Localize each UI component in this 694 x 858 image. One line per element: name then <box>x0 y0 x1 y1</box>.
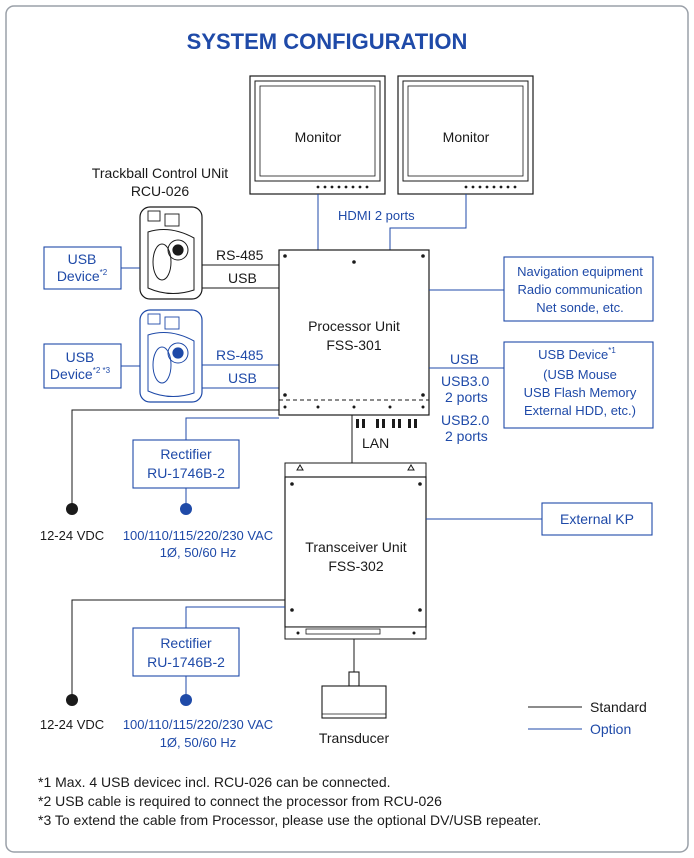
usb-standard-label: USB <box>228 270 257 286</box>
processor-line1: Processor Unit <box>308 318 400 334</box>
page-title: SYSTEM CONFIGURATION <box>187 29 468 54</box>
usb-right-line1-group: USB Device*1 <box>538 346 616 362</box>
usb-label: USB <box>450 351 479 367</box>
dc-label-2: 12-24 VDC <box>40 717 104 732</box>
processor-unit: Processor Unit FSS-301 <box>278 249 430 416</box>
usb-device-2-sup: *2 *3 <box>93 366 111 375</box>
trackball-standard-links <box>202 264 279 289</box>
lan-label: LAN <box>362 435 389 451</box>
note-1: *1 Max. 4 USB devicec incl. RCU-026 can … <box>38 774 391 790</box>
monitor-1-label: Monitor <box>295 129 342 145</box>
usb-right-line2: (USB Mouse <box>543 367 617 382</box>
monitor-2: Monitor <box>397 75 534 195</box>
navigation-equipment-box <box>503 256 654 322</box>
usb-device-1-line2-group: Device*2 <box>57 268 108 284</box>
usb-right-line3: USB Flash Memory <box>524 385 637 400</box>
usb20-line1: USB2.0 <box>441 412 489 428</box>
usb-device-1-sup: *2 <box>100 268 108 277</box>
trackball-title: Trackball Control UNit <box>92 165 229 181</box>
legend-standard-label: Standard <box>590 699 647 715</box>
usb-option-label: USB <box>228 370 257 386</box>
rs485-option-label: RS-485 <box>216 347 264 363</box>
external-kp-label: External KP <box>560 511 634 527</box>
usb20-line2: 2 ports <box>445 428 488 444</box>
monitor-1: Monitor <box>249 75 386 195</box>
usb-device-2-line1: USB <box>66 349 95 365</box>
hdmi-label: HDMI 2 ports <box>338 208 415 223</box>
ac-label-1: 100/110/115/220/230 VAC <box>123 528 273 543</box>
dc-terminal-1 <box>66 503 78 515</box>
legend: Standard Option <box>528 699 647 737</box>
rs485-standard-label: RS-485 <box>216 247 264 263</box>
dc-terminal-2 <box>66 694 78 706</box>
usb-device-1-line2: Device <box>57 268 100 284</box>
nav-line1: Navigation equipment <box>517 264 643 279</box>
ac-label-2: 100/110/115/220/230 VAC <box>123 717 273 732</box>
ac-terminal-2 <box>180 694 192 706</box>
usb-device-box-2 <box>43 343 122 389</box>
nav-line3: Net sonde, etc. <box>536 300 623 315</box>
usb30-line2: 2 ports <box>445 389 488 405</box>
trackball-unit-standard <box>139 206 203 300</box>
phase-label-2: 1Ø, 50/60 Hz <box>160 735 237 750</box>
usb-right-line4: External HDD, etc.) <box>524 403 636 418</box>
trackball-option-links <box>202 364 279 389</box>
usb-device-1-line1: USB <box>68 251 97 267</box>
note-2: *2 USB cable is required to connect the … <box>38 793 442 809</box>
rectifier-1-line1: Rectifier <box>160 446 212 462</box>
ac-terminal-1 <box>180 503 192 515</box>
usb-device-box-right <box>503 341 654 429</box>
rectifier-1-line2: RU-1746B-2 <box>147 465 225 481</box>
rectifier-2: Rectifier RU-1746B-2 <box>132 627 240 677</box>
processor-line2: FSS-301 <box>326 337 381 353</box>
transceiver-unit: Transceiver Unit FSS-302 <box>284 462 427 640</box>
trackball-unit-option <box>139 309 203 403</box>
rectifier-1: Rectifier RU-1746B-2 <box>132 439 240 489</box>
usb-device-2-line2: Device <box>50 366 93 382</box>
legend-option-label: Option <box>590 721 631 737</box>
usb-right-sup: *1 <box>608 346 616 355</box>
lan-ports <box>356 419 417 428</box>
rectifier-2-line1: Rectifier <box>160 635 212 651</box>
trackball-model: RCU-026 <box>131 183 190 199</box>
nav-line2: Radio communication <box>517 282 642 297</box>
transceiver-line1: Transceiver Unit <box>305 539 407 555</box>
transducer <box>321 671 387 719</box>
usb30-line1: USB3.0 <box>441 373 489 389</box>
hdmi-connection-lines <box>317 194 467 250</box>
dc-label-1: 12-24 VDC <box>40 528 104 543</box>
phase-label-1: 1Ø, 50/60 Hz <box>160 545 237 560</box>
usb-device-2-line2-group: Device*2 *3 <box>50 366 111 382</box>
usb-right-line1: USB Device <box>538 347 608 362</box>
note-3: *3 To extend the cable from Processor, p… <box>38 812 541 828</box>
usb-device-box-1 <box>43 246 122 290</box>
transducer-label: Transducer <box>319 730 390 746</box>
rectifier-2-line2: RU-1746B-2 <box>147 654 225 670</box>
monitor-2-label: Monitor <box>443 129 490 145</box>
transceiver-line2: FSS-302 <box>328 558 383 574</box>
